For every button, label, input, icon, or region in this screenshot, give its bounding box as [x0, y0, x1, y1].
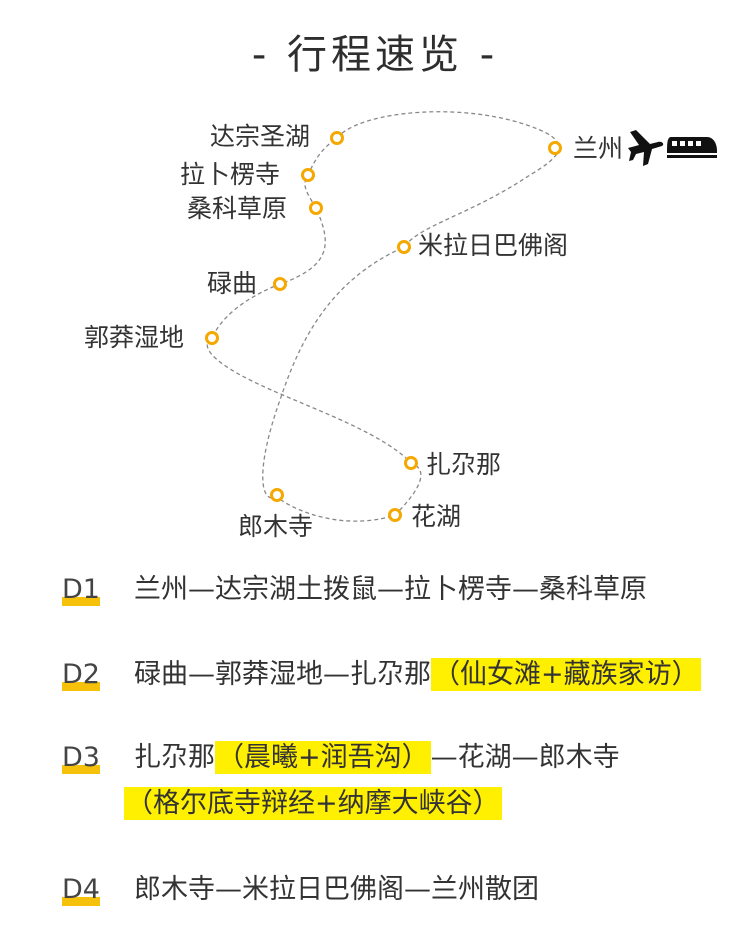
place-label-langmu: 郎木寺: [238, 512, 314, 541]
day-route-text-after: —花湖—郎木寺: [430, 742, 620, 773]
marker-milari: [397, 240, 411, 254]
day-highlight-line2: （格尔底寺辩经+纳摩大峡谷）: [124, 787, 502, 820]
marker-langmu: [270, 488, 284, 502]
day-route-text: 碌曲—郭莽湿地—扎尕那: [134, 659, 431, 690]
marker-dazonghu: [330, 131, 344, 145]
day-route-line2: （格尔底寺辩经+纳摩大峡谷）: [124, 786, 502, 822]
route-map: [205, 111, 717, 522]
route-line: [206, 111, 560, 522]
place-label-luqu: 碌曲: [207, 269, 258, 298]
marker-gaomang: [205, 331, 219, 345]
place-label-gaomang: 郭莽湿地: [84, 323, 185, 352]
day-highlight: （仙女滩+藏族家访）: [431, 658, 701, 691]
day-label: D2: [62, 657, 100, 693]
marker-huahu: [388, 508, 402, 522]
marker-labuleng: [301, 168, 315, 182]
airplane-icon: [628, 130, 664, 166]
day-route: 郎木寺—米拉日巴佛阁—兰州散团: [134, 874, 539, 905]
route-markers: [205, 131, 562, 522]
day-route: 扎尕那（晨曦+润吾沟）—花湖—郎木寺: [134, 740, 620, 776]
place-label-huahu: 花湖: [411, 502, 462, 531]
marker-zhaerna: [404, 456, 418, 470]
place-label-sangke: 桑科草原: [187, 194, 288, 223]
day-label: D1: [62, 572, 100, 608]
place-label-dazonghu: 达宗圣湖: [210, 122, 311, 151]
train-icon: [667, 137, 717, 158]
day-route: 兰州—达宗湖土拨鼠—拉卜楞寺—桑科草原: [134, 574, 647, 605]
day-label: D3: [62, 740, 100, 776]
day-label: D4: [62, 872, 100, 908]
day-route: 碌曲—郭莽湿地—扎尕那（仙女滩+藏族家访）: [134, 657, 701, 693]
marker-luqu: [273, 277, 287, 291]
place-label-milari: 米拉日巴佛阁: [418, 231, 569, 260]
place-label-zhaerna: 扎尕那: [426, 450, 502, 479]
marker-lanzhou: [548, 141, 562, 155]
marker-sangke: [309, 201, 323, 215]
page-title: - 行程速览 -: [251, 32, 499, 78]
day-highlight: （晨曦+润吾沟）: [215, 741, 431, 774]
place-label-lanzhou: 兰州: [573, 134, 624, 163]
day-route-text: 扎尕那: [134, 742, 215, 773]
place-label-labuleng: 拉卜楞寺: [180, 160, 281, 189]
